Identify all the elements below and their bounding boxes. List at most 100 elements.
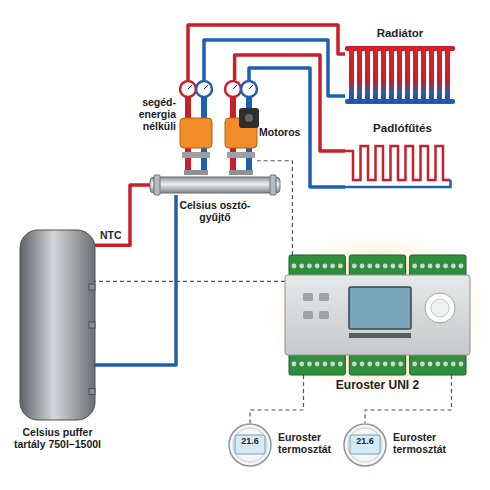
thermostat-body: [229, 424, 271, 466]
terminal-screw: [398, 362, 403, 367]
terminal-screw: [360, 362, 365, 367]
terminal-screw: [307, 362, 312, 367]
terminal-screw: [428, 264, 433, 269]
node-label: Euroster termosztát: [278, 431, 350, 455]
thermostat-display: [235, 435, 265, 454]
node-label: Celsius osztó-gyűjtő: [175, 199, 255, 223]
display-reading: 21.6: [236, 437, 264, 447]
radiator-fin: [413, 47, 418, 103]
pump-group: segéd- energia nélküli: [180, 80, 212, 175]
return-pipe: [95, 195, 176, 365]
terminal-screw: [330, 264, 335, 269]
terminal-screw: [459, 362, 464, 367]
heating-coil: [345, 180, 451, 187]
terminal-screw: [383, 264, 388, 269]
terminal-screw: [451, 362, 456, 367]
thermostat-ring: [233, 428, 267, 462]
manifold-flange: [270, 175, 276, 195]
radiator-fin: [405, 47, 410, 103]
terminal-screw: [322, 264, 327, 269]
controller-unit-shape: [285, 255, 470, 375]
node-label: Celsius puffer tartály 750l–1500l: [10, 426, 105, 450]
terminal-screw: [360, 264, 365, 269]
controller-body: [285, 275, 470, 355]
pump-group-shape: [225, 80, 257, 175]
radiator: Radiátor: [345, 45, 455, 105]
buffer-tank: Celsius puffer tartály 750l–1500l: [20, 230, 95, 420]
fitting: [229, 170, 253, 175]
terminal-screw: [375, 362, 380, 367]
floor-heating: Padlófűtés: [345, 140, 460, 195]
manifold-shape: [150, 175, 280, 195]
terminal-screw: [338, 362, 343, 367]
terminal-screw: [428, 362, 433, 367]
radiator-fin: [381, 47, 386, 103]
gauge-needle: [249, 85, 253, 89]
terminal-block: [410, 255, 466, 277]
tank-port: [89, 322, 95, 328]
terminal-screw: [352, 362, 357, 367]
radiator-fin: [437, 47, 442, 103]
tank-port: [89, 389, 95, 395]
radiator-fin: [397, 47, 402, 103]
node-label: Padlófűtés: [345, 122, 460, 135]
control-knob: [431, 299, 449, 317]
gauge: [180, 81, 196, 97]
terminal-block: [289, 353, 345, 375]
gauge: [241, 81, 257, 97]
return-pipe: [249, 68, 345, 187]
control-knob: [425, 293, 455, 323]
radiator-shape: [345, 45, 455, 105]
terminal-screw: [299, 362, 304, 367]
fitting: [184, 170, 208, 175]
terminal-block: [410, 353, 466, 375]
thermostat-display: [350, 435, 380, 454]
node-label: Euroster UNI 2: [285, 379, 470, 393]
terminal-screw: [383, 362, 388, 367]
terminal-screw: [299, 264, 304, 269]
terminal-screw: [315, 362, 320, 367]
motor-head: [239, 108, 259, 128]
tank-body: [20, 230, 95, 420]
terminal-screw: [367, 362, 372, 367]
manifold: Celsius osztó-gyűjtő: [150, 175, 280, 195]
radiator-fin: [429, 47, 434, 103]
terminal-screw: [292, 362, 297, 367]
terminal-screw: [412, 362, 417, 367]
tank-port: [89, 284, 95, 290]
terminal-screw: [338, 264, 343, 269]
buffer-tank-shape: [20, 230, 95, 420]
terminal-screw: [391, 264, 396, 269]
button: [319, 293, 329, 301]
radiator-fin: [389, 47, 394, 103]
terminal-block: [349, 255, 405, 277]
gauge: [196, 81, 212, 97]
node-label: Radiátor: [345, 27, 455, 40]
motor-knob: [245, 114, 253, 122]
terminal-screw: [330, 362, 335, 367]
terminal-screw: [391, 362, 396, 367]
terminal-screw: [412, 264, 417, 269]
terminal-block: [289, 255, 345, 277]
button: [319, 311, 329, 319]
terminal-block: [349, 353, 405, 375]
pump-body: [180, 118, 212, 148]
controller-glow: [260, 223, 490, 407]
node-label: Euroster termosztát: [393, 431, 465, 455]
radiator-fin: [357, 47, 362, 103]
terminal-screw: [459, 264, 464, 269]
lcd-screen: [349, 287, 411, 329]
gauge-needle: [188, 85, 192, 89]
pump-group: Motoros: [225, 80, 257, 175]
terminal-screw: [420, 264, 425, 269]
node-label: segéd- energia nélküli: [112, 96, 176, 132]
floor-heating-shape: [345, 140, 460, 195]
display-reading: 21.6: [351, 437, 379, 447]
thermostat-body: [344, 424, 386, 466]
gauge-needle: [233, 85, 237, 89]
terminal-screw: [451, 264, 456, 269]
supply-pipe: [95, 185, 150, 245]
manifold-flange: [154, 175, 160, 195]
radiator-fin: [421, 47, 426, 103]
